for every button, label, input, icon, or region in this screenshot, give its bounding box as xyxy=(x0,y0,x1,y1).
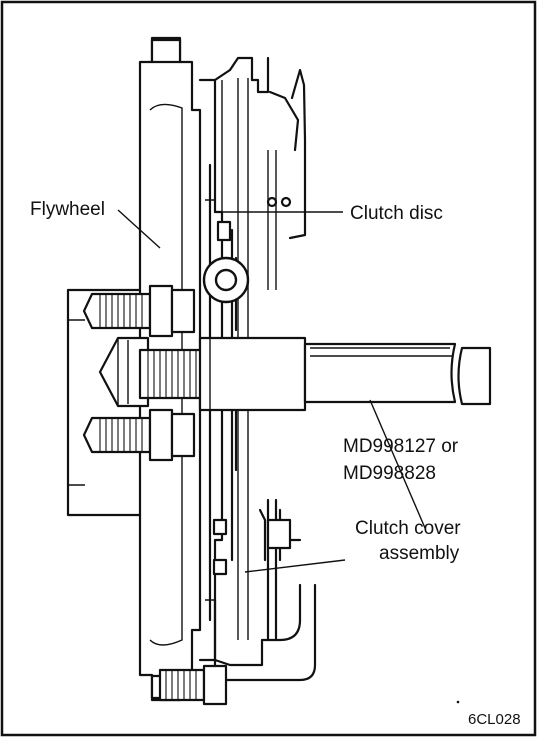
diaphragm-spring xyxy=(250,56,307,642)
leader-lines xyxy=(117,209,426,573)
cover-bolt xyxy=(158,664,228,706)
label-flywheel: Flywheel xyxy=(30,199,105,220)
flywheel-bolt-upper xyxy=(82,284,196,338)
label-tool-line2: MD998828 xyxy=(343,463,436,484)
flywheel-bolt-lower xyxy=(82,408,196,462)
alignment-tool xyxy=(138,336,492,412)
crankshaft-block xyxy=(66,288,152,517)
release-bearing-ring xyxy=(202,256,250,304)
label-cover-line1: Clutch cover xyxy=(355,518,461,539)
figure-code: 6CL028 xyxy=(468,711,521,728)
speck xyxy=(456,700,460,704)
label-clutch-disc: Clutch disc xyxy=(350,203,443,224)
label-tool-line1: MD998127 or xyxy=(343,436,459,457)
label-cover-line2: assembly xyxy=(379,543,460,564)
